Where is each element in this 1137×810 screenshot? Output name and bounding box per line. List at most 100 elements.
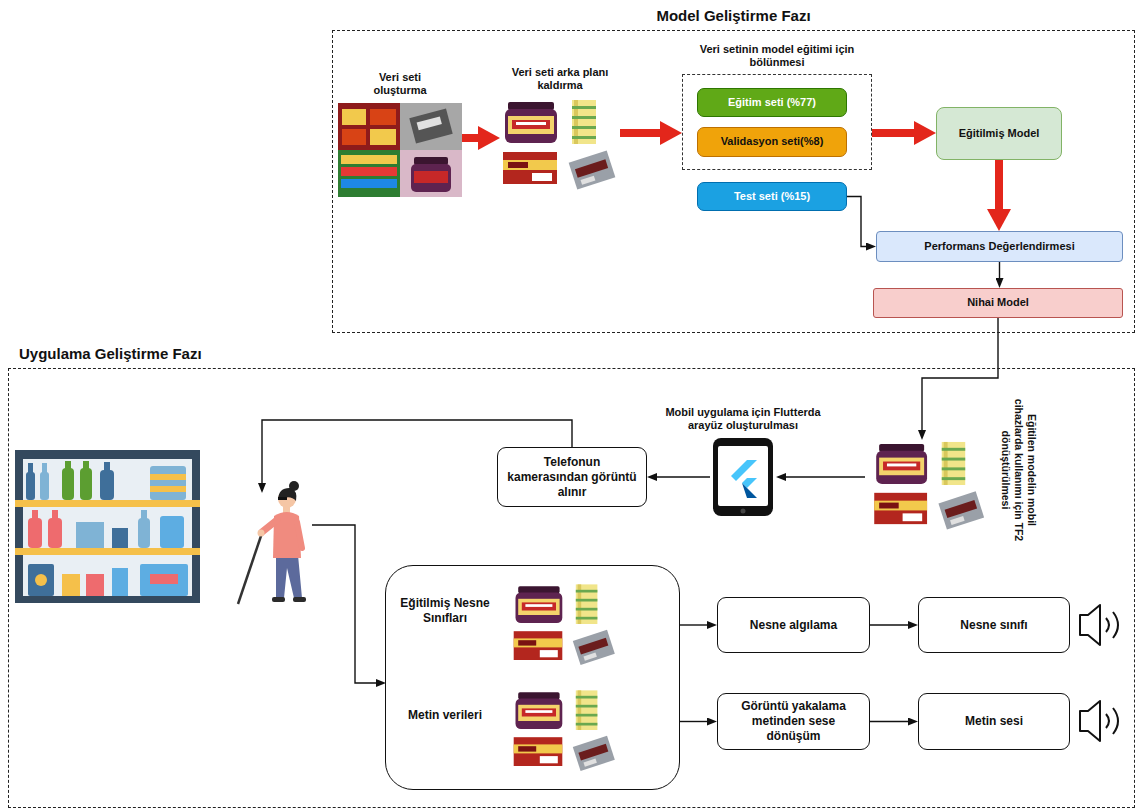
illustration-part — [514, 638, 563, 647]
illustration-part — [516, 122, 546, 125]
illustration-part — [370, 109, 396, 125]
illustration-part — [342, 129, 366, 145]
process-box: Eğitilmiş Model — [936, 107, 1062, 160]
illustration-part — [581, 176, 596, 185]
shelf-post — [192, 450, 200, 600]
connector-arrow — [922, 318, 998, 434]
illustration-part — [942, 467, 965, 470]
shelf-post — [15, 450, 23, 600]
illustration-part — [576, 723, 598, 726]
illustration-part — [572, 100, 596, 144]
flow-arrow — [620, 129, 668, 137]
node-label: Eğitim seti (%77) — [728, 96, 816, 110]
red-box — [514, 631, 563, 660]
connector-arrow — [653, 476, 710, 477]
shelf-top — [15, 450, 200, 459]
red-box — [874, 493, 927, 524]
illustration-part — [518, 692, 559, 699]
node-label: Nihai Model — [967, 296, 1029, 310]
bottle-neck — [42, 463, 47, 473]
illustration-part — [576, 690, 598, 730]
phone-icon — [710, 438, 776, 516]
illustration-part — [508, 116, 554, 134]
illustration-part — [338, 103, 400, 150]
jar — [516, 586, 563, 623]
illustration-part — [341, 155, 397, 164]
illustration-part — [569, 151, 616, 190]
silver-pack — [938, 491, 984, 529]
node-label: Eğitilmiş Model — [959, 127, 1040, 141]
shelf-board — [15, 500, 200, 507]
illustration-part — [512, 120, 550, 129]
illustration-part — [876, 451, 927, 484]
hand — [258, 530, 265, 537]
connector-arrow — [870, 721, 912, 722]
process-box: Nesne algılama — [717, 597, 870, 653]
shoe — [293, 597, 306, 602]
illustration-part — [741, 509, 746, 514]
sound-wave — [1106, 618, 1109, 632]
illustration-part — [718, 446, 768, 506]
box — [140, 564, 188, 596]
illustration-part — [578, 744, 608, 761]
node-label: Validasyon seti(%8) — [721, 135, 824, 149]
shoe — [272, 597, 285, 602]
illustration-part — [903, 513, 923, 521]
jar — [876, 444, 927, 484]
dataset-photos: Veri seti oluşturma — [338, 103, 462, 197]
white-cane — [238, 533, 262, 604]
illustration-part — [400, 150, 462, 197]
illustration-part — [874, 501, 927, 511]
illustration-part — [503, 160, 557, 170]
illustration-part — [576, 696, 598, 699]
silver-pack — [569, 151, 616, 190]
illustration-part — [503, 152, 557, 184]
jar — [505, 102, 557, 143]
illustration-part — [945, 500, 977, 518]
illustration-part — [879, 458, 924, 476]
illustration-part — [883, 462, 920, 471]
bottle-neck — [83, 461, 89, 469]
connector-arrow — [847, 197, 870, 247]
bottle — [100, 470, 114, 500]
bottle — [28, 518, 42, 548]
cans — [572, 100, 596, 144]
box-label — [35, 574, 47, 586]
process-box: Nihai Model — [873, 288, 1123, 318]
bottle-neck — [52, 510, 58, 519]
illustration-part — [583, 653, 596, 661]
box — [112, 568, 128, 596]
bottle — [26, 472, 35, 500]
product-photos — [865, 440, 995, 530]
speaker-icons — [1080, 605, 1118, 741]
illustration-part — [518, 640, 536, 645]
illustration-part — [879, 444, 924, 452]
illustration-part — [583, 759, 596, 767]
illustration-part — [572, 136, 596, 139]
connector-arrow — [870, 624, 912, 625]
illustration-part — [576, 617, 598, 620]
process-box: Telefonun kamerasından görüntü alınır — [497, 447, 647, 507]
illustration-part — [572, 126, 596, 129]
node-label: Model Geliştirme Fazı — [656, 7, 810, 26]
illustration-part — [338, 150, 400, 197]
jar — [150, 466, 186, 500]
illustration-part — [514, 744, 563, 753]
box-label — [150, 574, 178, 584]
illustration-part — [742, 483, 757, 498]
node-label: Nesne sınıfı — [960, 618, 1027, 633]
illustration-part — [575, 159, 608, 177]
illustration-part — [522, 602, 556, 610]
illustration-part — [516, 699, 563, 730]
illustration-part — [874, 493, 927, 524]
illustration-part — [414, 157, 448, 165]
illustration-part — [525, 604, 552, 607]
illustration-part — [578, 638, 608, 655]
illustration-part — [400, 103, 462, 150]
split-group: Veri setinin model eğitimi için bölünmes… — [682, 74, 872, 170]
illustration-part — [576, 590, 598, 593]
illustration-part — [518, 705, 559, 721]
illustration-part — [731, 460, 757, 481]
illustration-part — [417, 116, 442, 130]
